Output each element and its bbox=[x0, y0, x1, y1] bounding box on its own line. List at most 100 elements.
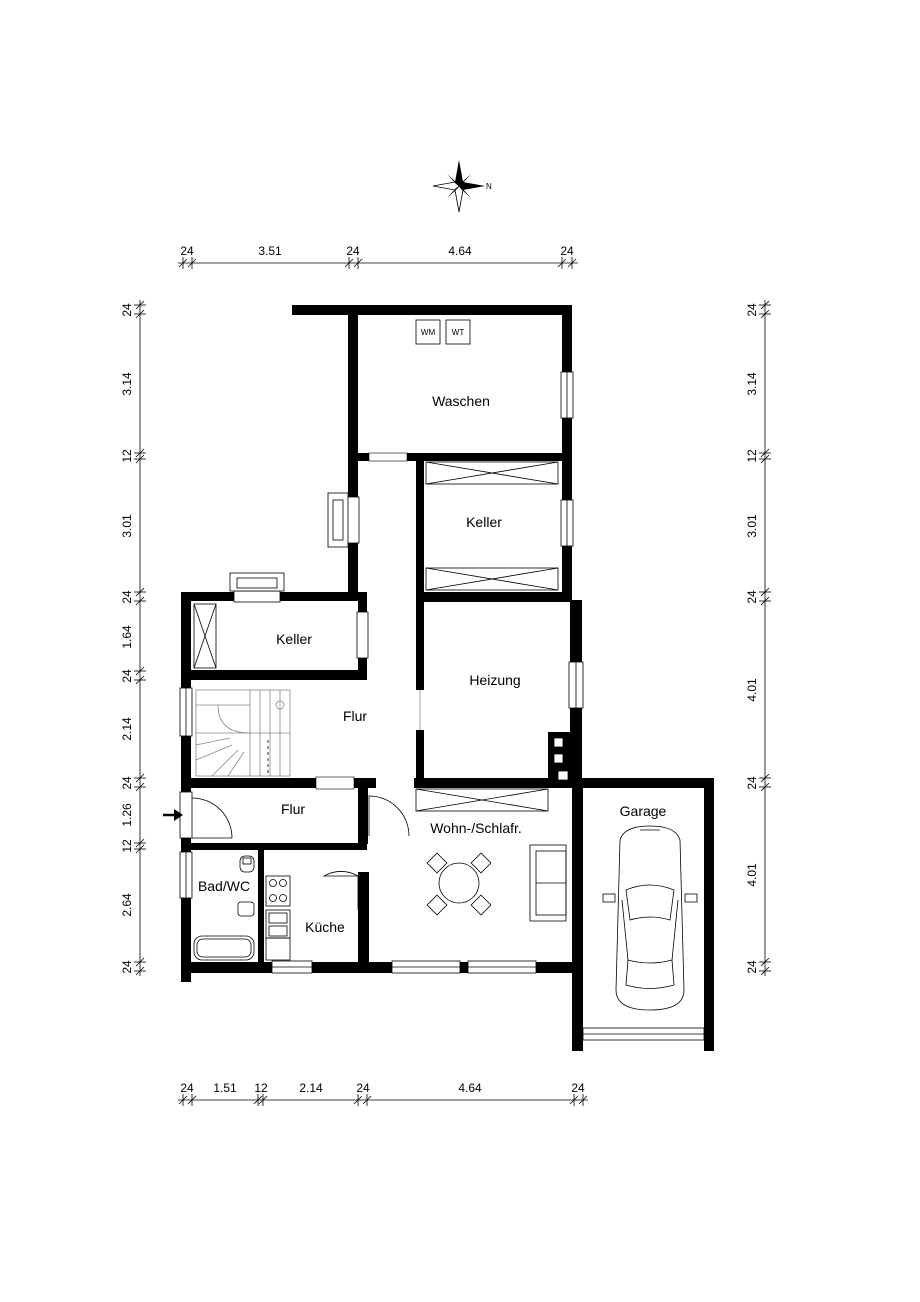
dim-left-10: 12 bbox=[120, 839, 134, 853]
windows bbox=[179, 371, 705, 1041]
dim-left-3: 3.01 bbox=[120, 514, 134, 538]
dimension-right: 24 3.14 12 3.01 24 4.01 24 4.01 24 bbox=[745, 300, 771, 976]
wall bbox=[348, 305, 358, 462]
chimney-flue bbox=[557, 770, 569, 781]
dim-top-0: 24 bbox=[180, 244, 194, 258]
dim-right-6: 24 bbox=[745, 776, 759, 790]
dim-right-8: 24 bbox=[745, 960, 759, 974]
sink-icon bbox=[237, 901, 255, 917]
dim-left-1: 3.14 bbox=[120, 372, 134, 396]
dim-bottom-5: 4.64 bbox=[458, 1081, 482, 1095]
dim-right-3: 3.01 bbox=[745, 514, 759, 538]
chimney-flue bbox=[553, 737, 564, 748]
room-label-heizung: Heizung bbox=[469, 672, 520, 688]
kitchen-sink-icon bbox=[265, 909, 291, 939]
dim-right-4: 24 bbox=[745, 590, 759, 604]
wm-label: WM bbox=[421, 328, 436, 337]
wall bbox=[348, 453, 572, 461]
wall bbox=[572, 778, 714, 788]
dim-right-5: 4.01 bbox=[745, 678, 759, 702]
staircase bbox=[195, 689, 291, 777]
wall bbox=[191, 670, 367, 680]
dim-left-6: 24 bbox=[120, 669, 134, 683]
dim-left-8: 24 bbox=[120, 776, 134, 790]
dim-left-2: 12 bbox=[120, 449, 134, 463]
room-label-flur-upper: Flur bbox=[343, 708, 367, 724]
north-label: N bbox=[486, 182, 492, 191]
bathtub-icon bbox=[193, 935, 255, 961]
storage-shelves bbox=[193, 461, 559, 812]
chair-icon bbox=[470, 894, 492, 916]
door-swing bbox=[322, 871, 359, 877]
dim-right-2: 12 bbox=[745, 449, 759, 463]
dim-left-4: 24 bbox=[120, 590, 134, 604]
wall bbox=[572, 778, 583, 1051]
washing-machine-icon bbox=[415, 319, 441, 345]
room-label-flur-lower: Flur bbox=[281, 801, 305, 817]
wall bbox=[704, 778, 714, 1051]
door-swing bbox=[191, 797, 233, 839]
dim-left-9: 1.26 bbox=[120, 803, 134, 827]
stove-icon bbox=[265, 875, 291, 907]
dim-bottom-4: 24 bbox=[356, 1081, 370, 1095]
dim-top-1: 3.51 bbox=[258, 244, 282, 258]
wall bbox=[416, 455, 424, 600]
dim-top-2: 24 bbox=[346, 244, 360, 258]
dim-left-11: 2.64 bbox=[120, 893, 134, 917]
dimension-top: 24 3.51 24 4.64 24 bbox=[178, 244, 578, 269]
wall bbox=[358, 784, 368, 844]
dim-bottom-0: 24 bbox=[180, 1081, 194, 1095]
dim-left-5: 1.64 bbox=[120, 625, 134, 649]
wall bbox=[416, 592, 572, 602]
chimney-flue bbox=[553, 753, 564, 764]
table-icon bbox=[438, 862, 480, 904]
appliances: WM WT bbox=[415, 319, 471, 345]
dim-bottom-6: 24 bbox=[571, 1081, 585, 1095]
room-label-garage: Garage bbox=[620, 803, 667, 819]
room-labels: Waschen Keller Keller Heizung Flur Flur … bbox=[198, 393, 667, 935]
bathroom-fixtures bbox=[193, 855, 255, 961]
dim-bottom-1: 1.51 bbox=[213, 1081, 237, 1095]
door-swing bbox=[368, 795, 410, 837]
doorway bbox=[315, 776, 355, 790]
wall bbox=[292, 305, 572, 315]
dim-top-3: 4.64 bbox=[448, 244, 472, 258]
wall bbox=[181, 962, 583, 973]
dim-right-0: 24 bbox=[745, 303, 759, 317]
room-label-keller-right: Keller bbox=[466, 514, 502, 530]
room-label-keller-left: Keller bbox=[276, 631, 312, 647]
dim-top-4: 24 bbox=[560, 244, 574, 258]
living-furniture bbox=[426, 844, 567, 922]
dryer-icon bbox=[445, 319, 471, 345]
chair-icon bbox=[426, 852, 448, 874]
chair-icon bbox=[426, 894, 448, 916]
kitchen-fixtures bbox=[265, 875, 291, 961]
room-label-wohn: Wohn-/Schlafr. bbox=[430, 820, 522, 836]
dimension-left: 24 3.14 12 3.01 24 1.64 24 2.14 24 1.26 … bbox=[120, 300, 146, 976]
wall bbox=[191, 843, 367, 850]
wall bbox=[358, 872, 369, 972]
toilet-icon bbox=[239, 855, 255, 873]
window bbox=[233, 590, 281, 603]
wt-label: WT bbox=[452, 328, 465, 337]
room-label-waschen: Waschen bbox=[432, 393, 490, 409]
car-icon bbox=[602, 825, 698, 1011]
dim-left-12: 24 bbox=[120, 960, 134, 974]
dim-bottom-3: 2.14 bbox=[299, 1081, 323, 1095]
window bbox=[346, 496, 360, 544]
room-label-kueche: Küche bbox=[305, 919, 345, 935]
wall bbox=[258, 849, 264, 967]
dim-left-0: 24 bbox=[120, 303, 134, 317]
doors bbox=[191, 795, 410, 910]
dim-bottom-2: 12 bbox=[254, 1081, 268, 1095]
doorway bbox=[368, 452, 408, 462]
chair-icon bbox=[470, 852, 492, 874]
walls bbox=[181, 305, 714, 1051]
compass-rose-icon: N bbox=[432, 160, 492, 213]
room-label-bad: Bad/WC bbox=[198, 878, 250, 894]
doorway bbox=[376, 777, 414, 789]
dim-right-7: 4.01 bbox=[745, 863, 759, 887]
entrance-arrow-icon bbox=[163, 809, 183, 821]
